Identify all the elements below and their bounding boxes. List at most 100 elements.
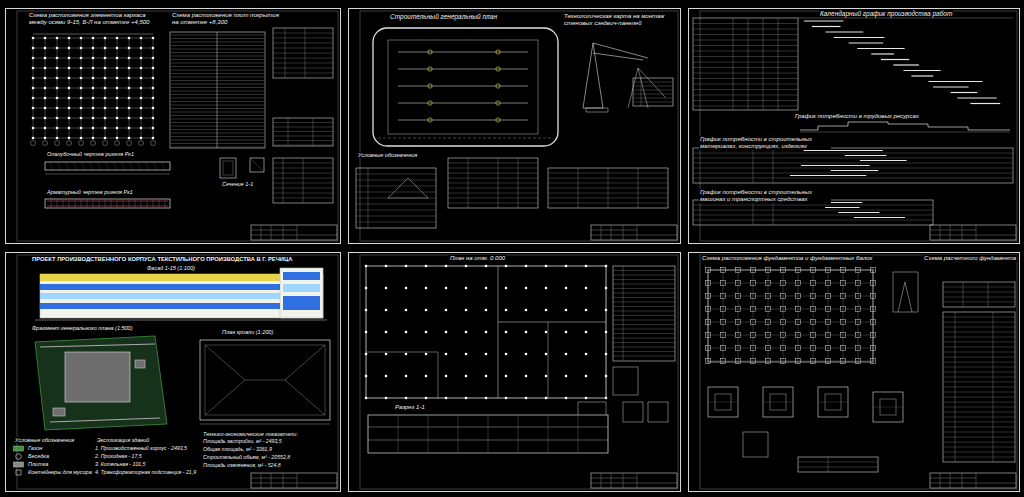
- drawing-line: [613, 297, 675, 298]
- drawing-rect: [40, 274, 280, 281]
- drawing-line: [970, 103, 1000, 104]
- drawing-rect: [92, 47, 94, 49]
- drawing-line: [113, 162, 117, 170]
- drawing-line: [273, 33, 333, 34]
- drawing-rect: [152, 107, 154, 109]
- drawing-line: [943, 452, 1015, 453]
- drawing-line: [943, 287, 1015, 288]
- drawing-path: [583, 43, 648, 108]
- drawing-line: [993, 312, 994, 462]
- drawing-line: [121, 162, 125, 170]
- legend-swatch: [14, 446, 24, 451]
- drawing-line: [69, 200, 70, 207]
- drawing-rect: [92, 107, 94, 109]
- drawing-rect: [856, 346, 861, 351]
- drawing-line: [448, 168, 538, 169]
- drawing-line: [857, 48, 904, 49]
- drawing-circle: [428, 118, 432, 122]
- drawing-line: [804, 20, 844, 21]
- drawing-line: [159, 200, 160, 207]
- drawing-line: [81, 200, 82, 207]
- drawing-rect: [170, 32, 265, 148]
- drawing-line: [613, 338, 675, 339]
- drawing-rect: [525, 265, 527, 267]
- drawing-rect: [736, 320, 741, 325]
- drawing-line: [273, 140, 333, 141]
- drawing-circle: [496, 50, 500, 54]
- drawing-rect: [32, 87, 34, 89]
- drawing-line: [57, 200, 58, 207]
- drawing-line: [638, 168, 639, 208]
- drawing-rect: [80, 37, 82, 39]
- drawing-line: [81, 38, 82, 138]
- drawing-rect: [826, 294, 831, 299]
- drawing-rect: [605, 397, 607, 399]
- drawing-circle: [428, 67, 432, 71]
- drawing-line: [97, 162, 101, 170]
- drawing-line: [65, 162, 69, 170]
- drawing-rect: [80, 107, 82, 109]
- drawing-line: [135, 200, 136, 207]
- drawing-rect: [32, 57, 34, 59]
- drawing-line: [943, 347, 1015, 348]
- drawing-circle: [139, 141, 144, 146]
- legend-swatch: [13, 461, 24, 468]
- drawing-line: [171, 73, 264, 74]
- drawing-line: [117, 38, 118, 138]
- drawing-rect: [425, 265, 427, 267]
- drawing-line: [171, 42, 264, 43]
- drawing-rect: [32, 97, 34, 99]
- drawing-line: [398, 120, 528, 121]
- drawing-line: [693, 51, 798, 52]
- drawing-line: [943, 297, 1015, 298]
- drawing-rect: [128, 127, 130, 129]
- drawing-rect: [943, 282, 1015, 307]
- drawing-rect: [605, 331, 607, 333]
- drawing-line: [957, 97, 996, 98]
- drawing-rect: [251, 473, 337, 488]
- drawing-line: [633, 90, 673, 91]
- drawing-rect: [751, 333, 756, 338]
- drawing-line: [738, 268, 739, 364]
- drawing-line: [943, 362, 1015, 363]
- drawing-rect: [44, 77, 46, 79]
- drawing-line: [693, 56, 798, 57]
- drawing-line: [613, 284, 675, 285]
- drawing-line: [834, 37, 885, 38]
- drawing-line: [813, 268, 814, 364]
- drawing-rect: [128, 37, 130, 39]
- drawing-rect: [365, 331, 367, 333]
- drawing-rect: [648, 402, 668, 422]
- drawing-line: [693, 173, 1013, 174]
- drawing-rect: [448, 158, 538, 208]
- drawing-rect: [140, 77, 142, 79]
- drawing-rect: [525, 375, 527, 377]
- drawing-rect: [405, 265, 407, 267]
- drawing-rect: [68, 127, 70, 129]
- drawing-rect: [152, 117, 154, 119]
- drawing-line: [871, 53, 894, 54]
- drawing-line: [273, 43, 333, 44]
- drawing-rect: [68, 47, 70, 49]
- drawing-rect: [68, 57, 70, 59]
- drawing-line: [943, 407, 1015, 408]
- drawing-line: [33, 78, 153, 79]
- drawing-rect: [405, 309, 407, 311]
- sheet-text: Опалубочный чертеж ригеля Рк1: [46, 151, 135, 157]
- drawing-line: [171, 105, 264, 106]
- drawing-line: [428, 415, 429, 453]
- drawing-line: [171, 136, 264, 137]
- drawing-rect: [826, 346, 831, 351]
- sheet-text: Разрез 1-1: [394, 404, 426, 411]
- drawing-rect: [32, 67, 34, 69]
- drawing-rect: [32, 37, 34, 39]
- drawing-rect: [605, 375, 607, 377]
- drawing-circle: [43, 141, 48, 146]
- drawing-line: [498, 266, 499, 398]
- drawing-rect: [751, 320, 756, 325]
- drawing-rect: [818, 387, 848, 417]
- drawing-line: [161, 162, 165, 170]
- drawing-line: [943, 437, 1015, 438]
- drawing-line: [33, 48, 153, 49]
- drawing-line: [613, 302, 675, 303]
